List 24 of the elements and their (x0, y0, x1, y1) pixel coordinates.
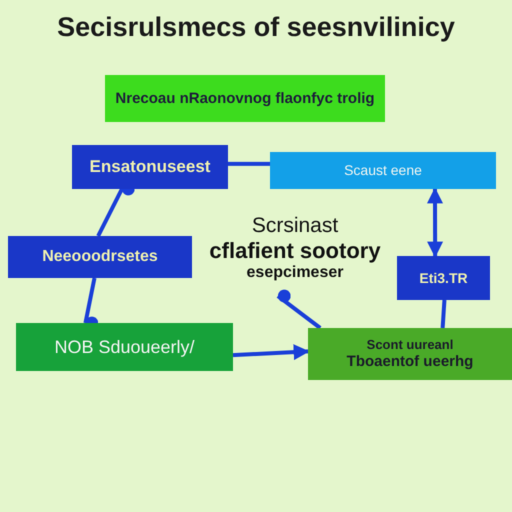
box-label: Scont uureanl (366, 338, 454, 353)
box-label: NOB Sduoueerly/ (54, 336, 195, 358)
process-box (308, 328, 512, 380)
connector (232, 344, 310, 360)
connector (440, 300, 446, 328)
box-label: cflafient sootory (209, 238, 381, 264)
box-label: Tboaentof ueerhg (346, 352, 474, 370)
connector (427, 187, 444, 258)
process-box (397, 256, 490, 300)
diagram-title: Secisrulsmecs of seesnvilinicy (56, 12, 456, 43)
box-label: Eti3.TR (419, 270, 468, 286)
process-box (270, 152, 496, 189)
process-box (105, 75, 385, 122)
box-label: Scaust eene (344, 162, 422, 179)
box-label: Neeooodrsetes (42, 248, 158, 266)
connector (276, 290, 322, 330)
box-label: Ensatonuseest (90, 157, 210, 177)
box-label: Nrecoau nRaonovnog flaonfyc trolig (115, 90, 375, 108)
process-box (72, 145, 228, 189)
box-label: Scrsinast (252, 214, 338, 238)
connector (228, 162, 270, 166)
process-box (16, 323, 233, 371)
process-box (8, 236, 192, 278)
box-label: esepcimeser (246, 264, 344, 282)
